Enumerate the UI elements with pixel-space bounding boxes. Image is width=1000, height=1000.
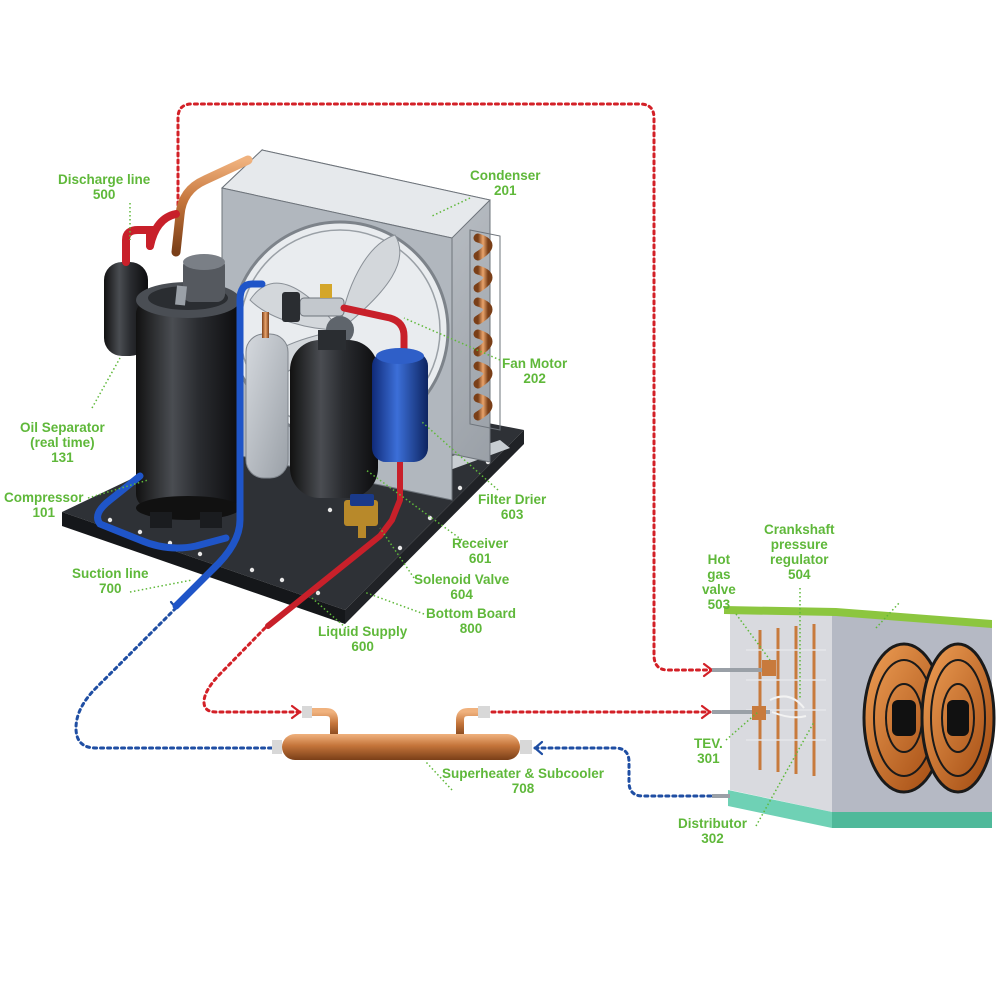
suction-blue-pipe: [172, 280, 266, 610]
label-suction-line-name: Suction line: [72, 566, 149, 581]
suction-dotted-line: [74, 606, 714, 798]
evaporator-unit: [712, 606, 996, 828]
label-oil-separator: Oil Separator (real time) 131: [20, 420, 105, 465]
label-crankshaft-regulator-line3: regulator: [770, 552, 829, 567]
label-hot-gas-valve-code: 503: [707, 597, 731, 612]
leader-lines: [87, 197, 901, 827]
accumulator: [245, 312, 289, 479]
liquid-dotted-line: [202, 626, 712, 714]
label-filter-drier-name: Filter Drier: [478, 492, 547, 507]
label-liquid-supply: Liquid Supply 600: [318, 624, 407, 654]
label-crankshaft-regulator-line2: pressure: [770, 537, 828, 552]
label-oil-separator-line2: (real time): [30, 435, 95, 450]
label-superheater-subcooler-code: 708: [511, 781, 535, 796]
label-fan-motor-name: Fan Motor: [502, 356, 568, 371]
suction-blue-pipe-lower: [94, 472, 230, 552]
label-oil-separator-code: 131: [51, 450, 74, 465]
receiver: [290, 330, 378, 498]
label-bottom-board: Bottom Board 800: [426, 606, 516, 636]
label-tev: TEV. 301: [694, 736, 723, 766]
label-solenoid-valve: Solenoid Valve 604: [414, 572, 509, 602]
hot-gas-dotted-line: [176, 102, 714, 672]
label-hot-gas-valve-line2: gas: [707, 567, 731, 582]
evaporator-fan-right: [920, 642, 996, 794]
label-discharge-line: Discharge line 500: [58, 172, 150, 202]
label-solenoid-valve-code: 604: [450, 587, 473, 602]
label-compressor-name: Compressor: [4, 490, 84, 505]
compressor: [136, 254, 240, 528]
label-receiver-code: 601: [468, 551, 492, 566]
label-filter-drier: Filter Drier 603: [478, 492, 546, 522]
label-compressor-code: 101: [32, 505, 56, 520]
label-receiver-name: Receiver: [452, 536, 509, 551]
label-discharge-line-code: 500: [92, 187, 116, 202]
label-suction-line-code: 700: [98, 581, 122, 596]
label-hot-gas-valve-line1: Hot: [707, 552, 731, 567]
label-hot-gas-valve-line3: valve: [702, 582, 736, 597]
label-suction-line: Suction line 700: [72, 566, 149, 596]
label-superheater-subcooler-name: Superheater & Subcooler: [442, 766, 605, 781]
discharge-copper-pipe: [171, 155, 253, 257]
liquid-supply-red-pipe: [265, 497, 403, 629]
label-oil-separator-line1: Oil Separator: [20, 420, 105, 435]
label-bottom-board-name: Bottom Board: [426, 606, 516, 621]
label-fan-motor: Fan Motor 202: [502, 356, 567, 386]
filter-drier: [372, 348, 428, 500]
label-solenoid-valve-name: Solenoid Valve: [414, 572, 510, 587]
label-condenser: Condenser 201: [470, 168, 541, 198]
label-fan-motor-code: 202: [523, 371, 546, 386]
label-distributor: Distributor 302: [678, 816, 747, 846]
label-liquid-supply-code: 600: [351, 639, 374, 654]
label-distributor-code: 302: [701, 831, 724, 846]
label-distributor-name: Distributor: [678, 816, 747, 831]
label-liquid-supply-name: Liquid Supply: [318, 624, 408, 639]
label-condenser-code: 201: [493, 183, 517, 198]
label-bottom-board-code: 800: [459, 621, 483, 636]
label-filter-drier-code: 603: [500, 507, 524, 522]
label-receiver: Receiver 601: [452, 536, 508, 566]
label-crankshaft-regulator-code: 504: [788, 567, 811, 582]
label-crankshaft-regulator: Crankshaft pressure regulator 504: [764, 522, 835, 582]
label-tev-name: TEV.: [694, 736, 723, 751]
superheater-subcooler: [272, 706, 532, 760]
label-tev-code: 301: [697, 751, 720, 766]
label-discharge-line-name: Discharge line: [58, 172, 151, 187]
service-valve: [282, 284, 408, 364]
label-condenser-name: Condenser: [470, 168, 541, 183]
label-superheater-subcooler: Superheater & Subcooler 708: [442, 766, 604, 796]
label-crankshaft-regulator-line1: Crankshaft: [764, 522, 835, 537]
label-hot-gas-valve: Hot gas valve 503: [702, 552, 736, 612]
label-compressor: Compressor 101: [4, 490, 84, 520]
